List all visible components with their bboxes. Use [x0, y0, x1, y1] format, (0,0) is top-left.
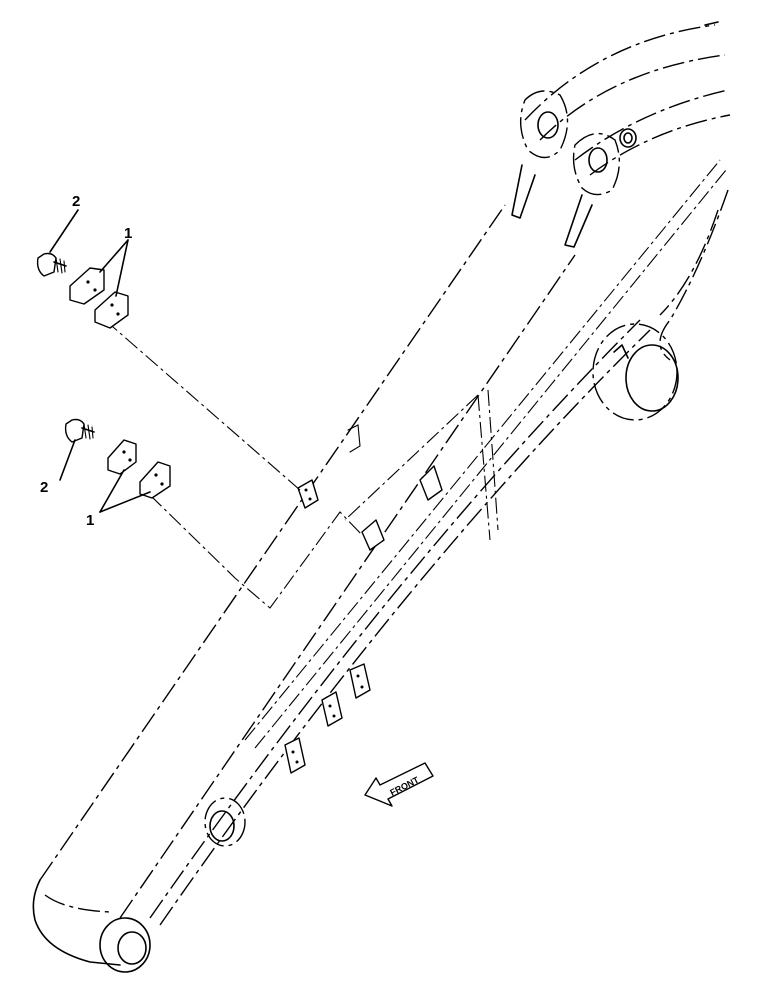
lower-cylinder-boss: [204, 797, 246, 847]
callout-lower-plates: 1: [86, 512, 94, 529]
bracket-lower-1: [349, 663, 371, 699]
boom-body: [39, 21, 731, 926]
foot-pin-boss: [99, 917, 151, 973]
top-pin-hole-right: [588, 147, 608, 173]
top-pin-hole-left: [537, 111, 559, 139]
bracket-middle-right: [419, 465, 443, 501]
lower-plate-b: [139, 461, 171, 499]
boom-brackets: [284, 424, 443, 774]
leader-lines: [104, 319, 363, 609]
bracket-lower-3: [284, 737, 306, 774]
top-pin-boss: [619, 128, 637, 148]
boom-middle-boss: [592, 323, 679, 421]
upper-plate-b: [94, 291, 129, 329]
callout-lower-bolt: 2: [40, 479, 48, 496]
foot-pin-hole: [117, 931, 147, 965]
lower-plate-a: [107, 439, 137, 475]
bracket-upper-mounted: [297, 479, 319, 509]
boom-foot: [32, 797, 246, 973]
front-arrow: FRONT: [364, 762, 434, 807]
upper-exploded-group: 2 1: [36, 193, 132, 329]
front-arrow-icon: [364, 762, 434, 807]
lower-exploded-group: 2 1: [40, 418, 171, 529]
upper-bolt: [36, 252, 67, 277]
bracket-middle-left: [361, 519, 385, 551]
bracket-lower-2: [321, 691, 343, 727]
callout-upper-bolt: 2: [72, 193, 80, 210]
lower-bolt: [64, 418, 95, 443]
upper-plate-a: [69, 267, 105, 305]
boom-top-lugs: [511, 90, 637, 248]
callout-upper-plates: 1: [124, 225, 132, 242]
